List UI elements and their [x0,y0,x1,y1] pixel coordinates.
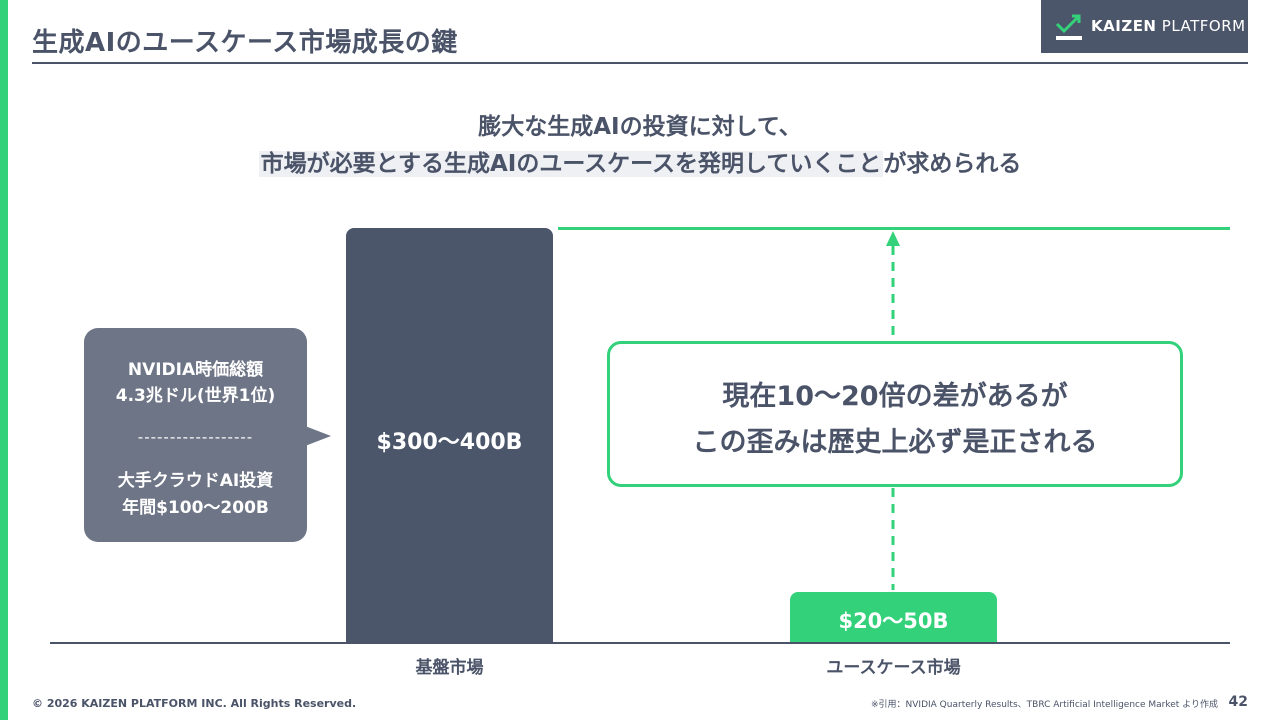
arrow-up-icon [886,231,900,246]
gap-message-line-1: 現在10〜20倍の差があるが [722,381,1068,412]
page-title: 生成AIのユースケース市場成長の鍵 [32,28,458,58]
usecase-market-value: $20〜50B [838,609,949,633]
logo-wordmark: KAIZEN PLATFORM [1091,17,1246,35]
chart-baseline [50,642,1230,644]
source-citation: ※引用：NVIDIA Quarterly Results、TBRC Artifi… [871,700,1218,710]
company-logo: KAIZEN PLATFORM [1041,0,1248,53]
target-level-line [558,227,1230,230]
callout-separator: ------------------ [137,428,254,446]
growth-chart-icon [1055,14,1082,40]
logo-word-platform: PLATFORM [1161,17,1246,35]
gap-message-line-2: この歪みは歴史上必ず是正される [692,427,1098,458]
accent-stripe [0,0,8,720]
base-market-value: $300〜400B [376,430,523,455]
investment-callout: NVIDIA時価総額 4.3兆ドル(世界1位) ----------------… [84,328,307,542]
headline-line-2: 市場が必要とする生成AIのユースケースを発明していくことが求められる [0,144,1280,178]
page-number: 42 [1228,694,1248,710]
headline-line-1: 膨大な生成AIの投資に対して、 [478,114,802,140]
headline-line-2-rest: が求められる [883,151,1022,177]
base-market-bar [346,228,553,644]
base-market-label: 基盤市場 [415,658,484,678]
logo-word-kaizen: KAIZEN [1091,17,1157,35]
usecase-market-label: ユースケース市場 [826,658,961,678]
callout-line-1: NVIDIA時価総額 [127,360,264,380]
callout-line-4: 年間$100〜200B [122,498,269,518]
callout-pointer [305,426,331,446]
callout-line-2: 4.3兆ドル(世界1位) [115,386,276,406]
title-divider [32,62,1248,64]
callout-line-3: 大手クラウドAI投資 [117,471,274,491]
usecase-market-bar [790,592,997,644]
copyright-text: © 2026 KAIZEN PLATFORM INC. All Rights R… [32,697,357,710]
gap-message-box: 現在10〜20倍の差があるが この歪みは歴史上必ず是正される [607,341,1183,487]
headline-highlight: 市場が必要とする生成AIのユースケースを発明していくこと [258,151,884,177]
